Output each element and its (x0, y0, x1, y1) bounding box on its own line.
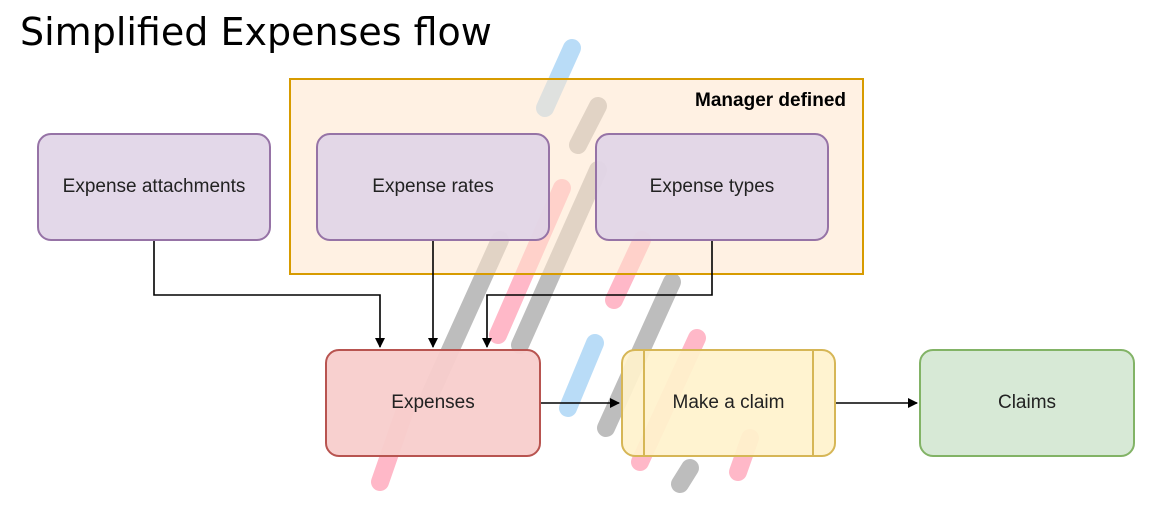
node-label: Expense attachments (62, 176, 246, 197)
group-label: Manager defined (695, 90, 846, 111)
edge-attachments-to-expenses[interactable] (153, 241, 385, 348)
streak-gray-4 (671, 459, 699, 493)
node-label: Expense types (649, 176, 775, 197)
node-claims[interactable]: Claims (919, 349, 1135, 457)
page-title: Simplified Expenses flow (20, 10, 492, 54)
node-expenses[interactable]: Expenses (325, 349, 541, 457)
node-label: Expenses (391, 392, 475, 413)
node-label: Make a claim (672, 392, 785, 413)
node-expense-attachments[interactable]: Expense attachments (37, 133, 271, 241)
node-label: Expense rates (372, 176, 494, 197)
process-left-bar (643, 351, 645, 455)
node-make-a-claim[interactable]: Make a claim (621, 349, 836, 457)
node-expense-rates[interactable]: Expense rates (316, 133, 550, 241)
node-expense-types[interactable]: Expense types (595, 133, 829, 241)
process-right-bar (812, 351, 814, 455)
node-label: Claims (997, 392, 1057, 413)
edge-types-to-expenses[interactable] (482, 241, 713, 348)
streak-blue-bottom (559, 334, 604, 417)
